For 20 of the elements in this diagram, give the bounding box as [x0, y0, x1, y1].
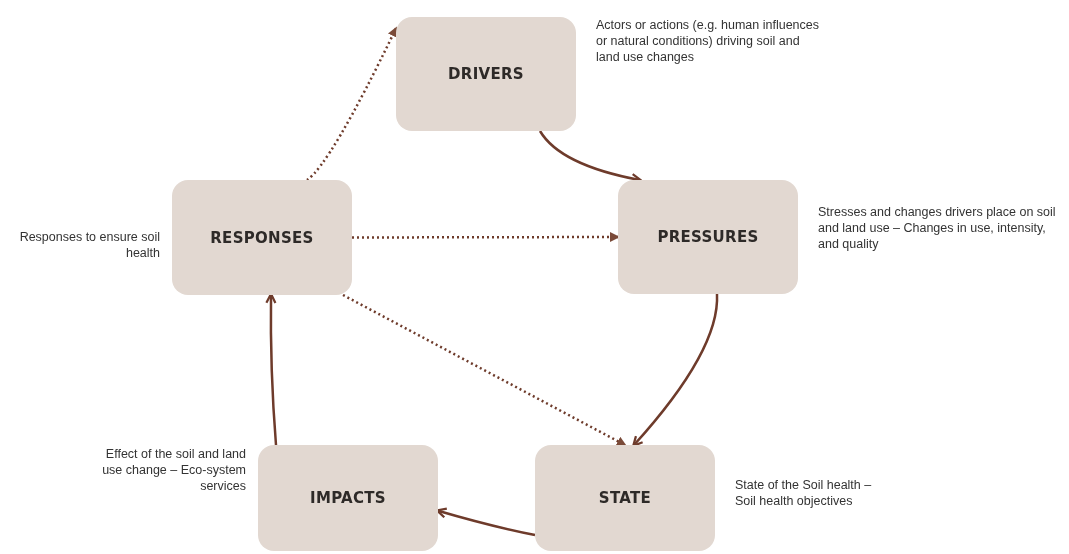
description-text: State of the Soil health – Soil health objectives: [735, 477, 873, 509]
stage-box: [535, 445, 715, 551]
stage-label: IMPACTS: [310, 489, 386, 507]
stage-box: [258, 445, 438, 551]
arrow: [265, 292, 278, 446]
stage-label: RESPONSES: [210, 228, 314, 247]
stage-box: [618, 180, 798, 294]
stage-label: PRESSURES: [657, 228, 759, 246]
description-text: Responses to ensure soil health: [18, 229, 160, 261]
stage-box: [396, 17, 576, 131]
arrow: [306, 26, 398, 181]
description-text: Actors or actions (e.g. human influences or natural conditions) driving soil and land use changes: [596, 17, 821, 65]
stage-label: STATE: [598, 489, 652, 507]
arrow: [632, 294, 719, 447]
description-text: Effect of the soil and land use change – Eco-system services: [101, 446, 246, 494]
arrow: [342, 293, 627, 447]
stage-label: DRIVERS: [448, 65, 524, 83]
description-text: Stresses and changes drivers place on soil and land use – Changes in use, intensity, and quality: [818, 204, 1057, 252]
arrow: [352, 232, 620, 242]
stage-box: [172, 180, 352, 295]
